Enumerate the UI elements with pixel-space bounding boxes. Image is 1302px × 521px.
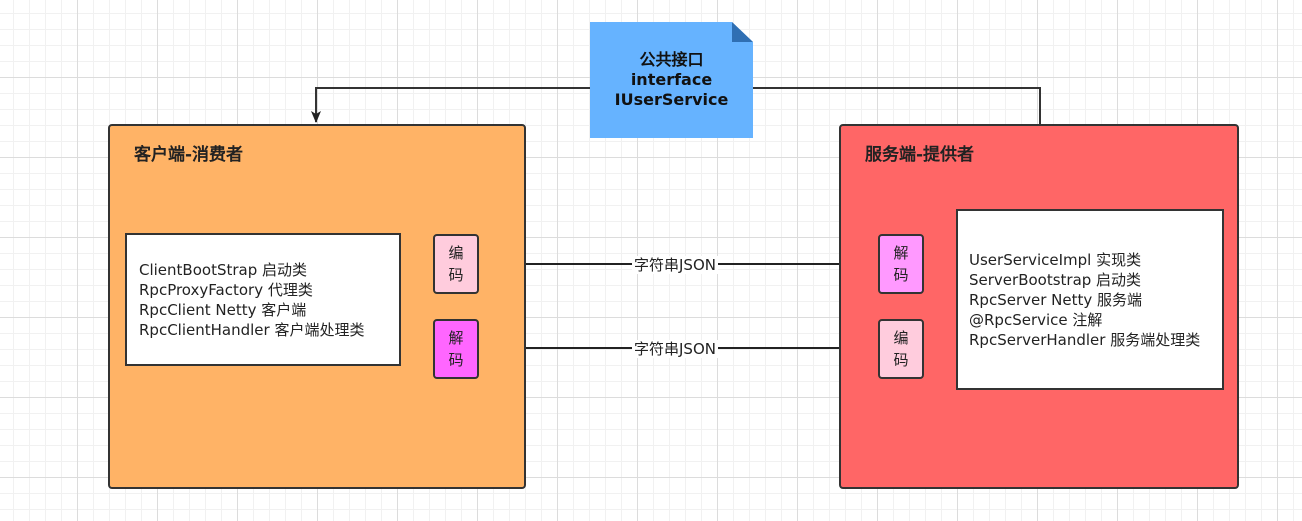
client-decoder-box: 解 码 [433, 319, 479, 379]
client-class-item: RpcProxyFactory 代理类 [139, 280, 313, 299]
interface-to-server-connector [753, 87, 1041, 124]
client-class-item: ClientBootStrap 启动类 [139, 260, 308, 279]
interface-note: 公共接口 interface IUserService [590, 22, 753, 138]
server-class-item: @RpcService 注解 [969, 310, 1103, 329]
response-edge-label: 字符串JSON [632, 340, 718, 358]
server-classes-box: UserServiceImpl 实现类 ServerBootstrap 启动类 … [956, 209, 1224, 390]
server-class-item: UserServiceImpl 实现类 [969, 250, 1142, 269]
client-decoder-char2: 码 [448, 351, 464, 369]
client-class-item: RpcClientHandler 客户端处理类 [139, 320, 365, 339]
interface-note-line1: 公共接口 [639, 50, 704, 69]
server-encoder-char1: 编 [893, 329, 909, 347]
server-decoder-char1: 解 [893, 244, 909, 262]
server-class-item: ServerBootstrap 启动类 [969, 270, 1142, 289]
interface-to-client-connector [311, 87, 590, 123]
client-class-item: RpcClient Netty 客户端 [139, 300, 307, 319]
server-decoder-char2: 码 [893, 266, 909, 284]
client-decoder-char1: 解 [448, 329, 464, 347]
request-edge-label: 字符串JSON [632, 256, 718, 274]
interface-note-line3: IUserService [614, 90, 729, 109]
client-classes-box: ClientBootStrap 启动类 RpcProxyFactory 代理类 … [125, 233, 401, 366]
client-encoder-char2: 码 [448, 266, 464, 284]
server-encoder-char2: 码 [893, 351, 909, 369]
server-encoder-box: 编 码 [878, 319, 924, 379]
server-decoder-box: 解 码 [878, 234, 924, 294]
client-encoder-char1: 编 [448, 244, 464, 262]
server-class-item: RpcServer Netty 服务端 [969, 290, 1143, 309]
interface-note-line2: interface [630, 70, 713, 89]
client-encoder-box: 编 码 [433, 234, 479, 294]
client-title: 客户端-消费者 [134, 145, 244, 165]
server-title: 服务端-提供者 [865, 145, 975, 165]
server-class-item: RpcServerHandler 服务端处理类 [969, 330, 1201, 349]
